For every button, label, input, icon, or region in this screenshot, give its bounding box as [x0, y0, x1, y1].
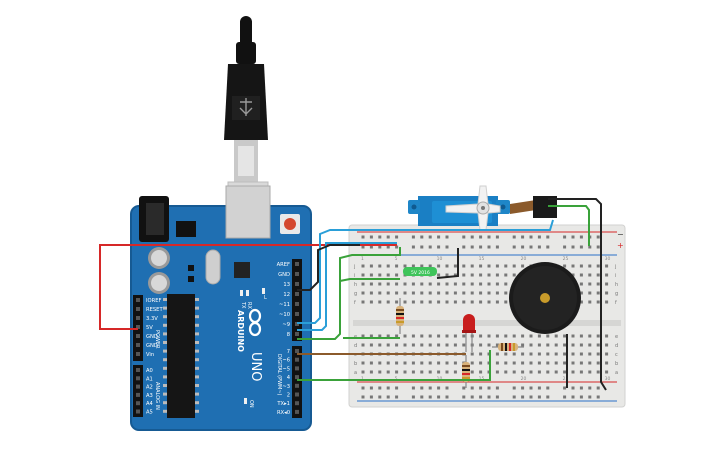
column-number-top-20: 20	[521, 256, 527, 262]
wire-pin9	[297, 242, 397, 331]
digital-header-top	[292, 259, 302, 341]
column-number-top-30: 30	[605, 256, 611, 262]
wire-pin8	[297, 247, 401, 340]
row-letter-right-d: d	[615, 343, 618, 349]
power-pin-label-2: 3.3V	[146, 316, 158, 322]
column-number-top-10: 10	[437, 256, 443, 262]
digital-pin-bottom-label-3: 4	[287, 375, 291, 381]
row-letter-right-j: j	[614, 264, 616, 270]
row-letter-right-h: h	[615, 282, 618, 288]
analog-header	[133, 365, 143, 417]
digital-pin-top-label-5: ~10	[279, 312, 290, 318]
digital-pin-top-label-4: ~11	[279, 302, 290, 308]
digital-pin-top-label-7: 8	[287, 332, 290, 338]
atmega-chip	[167, 294, 195, 418]
digital-pin-top-label-6: ~9	[282, 322, 290, 328]
digital-pin-bottom-label-2: ~5	[282, 366, 290, 372]
row-letter-right-g: g	[615, 291, 618, 297]
power-section-label: POWER	[154, 330, 160, 349]
row-letter-right-e: e	[615, 334, 618, 340]
digital-pin-bottom-label-7: RX◂0	[277, 410, 290, 416]
row-letter-right-a: a	[615, 370, 618, 376]
analog-pin-label-4: A4	[146, 401, 154, 407]
digital-pin-bottom-label-6: TX▸1	[276, 401, 290, 407]
arduino-logo-text: ARDUINO	[236, 310, 245, 352]
row-letter-left-d: d	[354, 343, 357, 349]
row-letter-left-h: h	[354, 282, 357, 288]
power-pin-label-6: Vin	[146, 352, 154, 358]
arduino-infinity-logo	[248, 308, 262, 337]
row-letter-right-i: i	[615, 273, 616, 279]
power-pin-label-5: GND	[146, 343, 158, 349]
row-letter-left-a: a	[354, 370, 357, 376]
analog-section-label: ANALOG IN	[154, 382, 160, 410]
servo-motor	[408, 185, 557, 231]
power-pin-label-1: RESET	[146, 307, 163, 313]
rail-plus-label: +	[617, 241, 624, 250]
analog-pin-label-0: A0	[146, 368, 153, 374]
power-pin-label-3: 5V	[146, 325, 153, 331]
arduino-board: TX RX L ARDUINO UNO ON IOREF RESET 3.3V 5V G…	[130, 185, 312, 431]
analog-pin-label-3: A3	[146, 393, 153, 399]
wire-gnd	[297, 244, 360, 291]
analog-pin-label-2: A2	[146, 385, 153, 391]
wire-sensor-gnd	[436, 248, 459, 279]
digital-pin-bottom-label-4: ~3	[282, 384, 290, 390]
row-letter-right-f: f	[615, 300, 617, 306]
rail-minus-label: −	[617, 230, 624, 239]
tx-label: TX	[240, 301, 246, 309]
power-pin-label-0: IOREF	[146, 298, 161, 304]
digital-pin-bottom-label-5: 2	[287, 393, 290, 399]
wire-pin4	[297, 350, 491, 381]
column-number-top-15: 15	[479, 256, 485, 262]
resistor-2	[462, 355, 470, 388]
analog-pin-label-5: A5	[146, 410, 153, 416]
l-label: L	[264, 295, 267, 301]
digital-pin-top-label-1: GND	[278, 272, 290, 278]
column-number-bottom-20: 20	[521, 376, 527, 382]
wire-pin8-b	[339, 278, 400, 300]
row-letter-right-b: b	[615, 361, 618, 367]
wire-pin10	[297, 219, 554, 324]
row-letter-left-i: i	[354, 273, 355, 279]
resistor-3	[492, 343, 524, 351]
row-letter-left-f: f	[354, 300, 356, 306]
digital-pin-bottom-label-1: ~6	[282, 358, 290, 364]
wire-servo-gnd	[548, 198, 607, 391]
row-letter-left-b: b	[354, 361, 357, 367]
row-letter-left-g: g	[354, 291, 357, 297]
column-number-top-1: 1	[361, 256, 364, 262]
piezo-buzzer	[509, 262, 581, 334]
digital-pin-bottom-label-0: 7	[287, 349, 290, 355]
digital-section-label: DIGITAL (PWM~)	[276, 354, 282, 396]
wire-5v	[99, 244, 397, 330]
arduino-model: UNO	[248, 352, 263, 381]
sensor-label: 5V 2016	[411, 270, 430, 276]
on-label: ON	[248, 400, 254, 408]
wires	[99, 198, 607, 391]
digital-pin-top-label-2: 13	[283, 282, 290, 288]
column-number-top-5: 5	[395, 256, 398, 262]
digital-pin-top-label-0: AREF	[277, 262, 290, 268]
digital-header-bottom	[292, 346, 302, 418]
red-led	[462, 314, 476, 352]
resistor-1	[396, 298, 404, 334]
analog-pin-label-1: A1	[146, 376, 153, 382]
wire-servo-signal	[548, 205, 590, 246]
power-pin-label-4: GND	[146, 334, 158, 340]
row-letter-right-c: c	[615, 352, 618, 358]
row-letter-left-j: j	[353, 264, 355, 270]
column-number-bottom-30: 30	[605, 376, 611, 382]
rx-label: RX	[246, 302, 252, 309]
column-number-bottom-25: 25	[563, 376, 569, 382]
tilt-sensor: 5V 2016	[403, 267, 437, 276]
usb-socket	[225, 185, 271, 239]
digital-pin-top-label-3: 12	[283, 292, 290, 298]
column-number-top-25: 25	[563, 256, 569, 262]
